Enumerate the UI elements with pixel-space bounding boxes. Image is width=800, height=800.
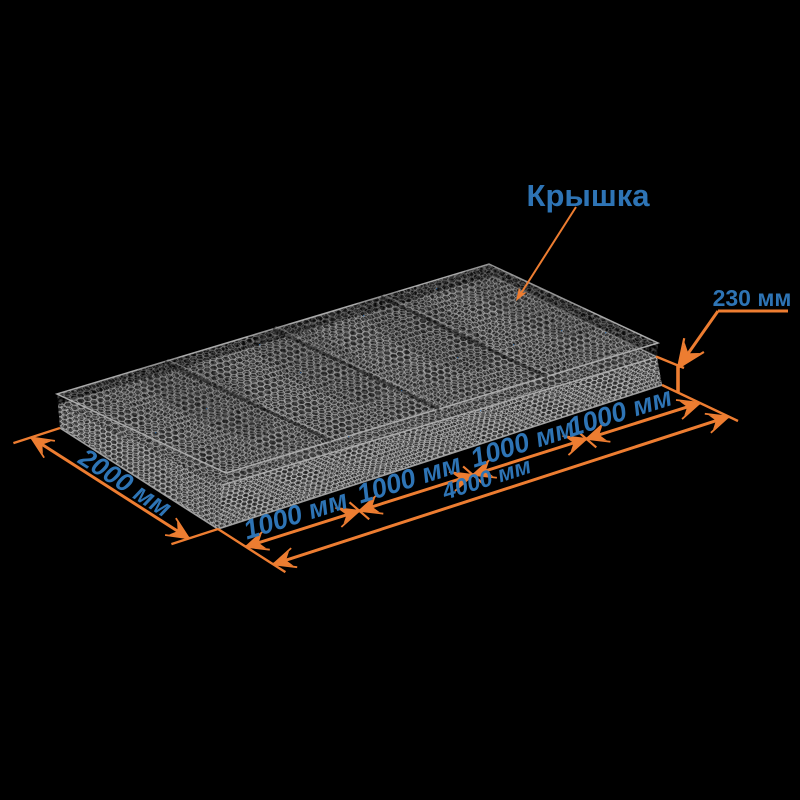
svg-text:Крышка: Крышка: [527, 178, 651, 213]
svg-text:230 мм: 230 мм: [713, 285, 792, 311]
